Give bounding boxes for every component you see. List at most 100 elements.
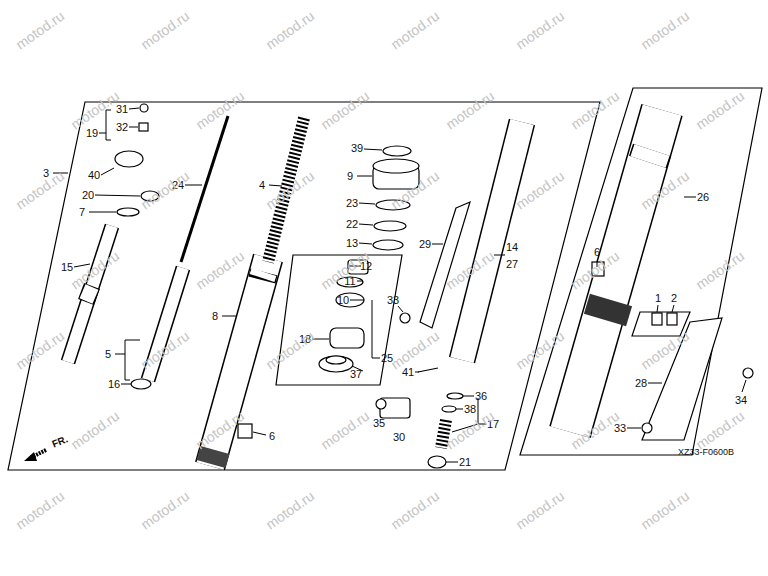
- callout-number: 23: [346, 198, 358, 209]
- seal-ring: [374, 221, 406, 231]
- callout-number: 30: [393, 432, 405, 443]
- callout-number: 21: [459, 457, 471, 468]
- leader-line: [415, 372, 419, 373]
- callout-number: 6: [594, 247, 600, 258]
- leader-line: [456, 409, 463, 410]
- fork-tube: [68, 226, 112, 362]
- watermark: motod.ru: [263, 168, 316, 211]
- watermark: motod.ru: [193, 248, 246, 291]
- callout-number: 34: [735, 395, 747, 406]
- leader-line: [53, 108, 746, 462]
- watermark: motod.ru: [263, 328, 316, 371]
- leader-line: [463, 396, 474, 397]
- fork-guard: [418, 368, 438, 372]
- watermark: motod.ru: [568, 408, 621, 451]
- leader-line: [95, 195, 140, 196]
- fork-tube: [68, 226, 112, 362]
- seal-ring: [447, 393, 463, 399]
- leader-line: [89, 212, 116, 213]
- watermark: motod.ru: [193, 408, 246, 451]
- leader-line: [99, 133, 106, 134]
- leader-line: [121, 384, 131, 385]
- leader-line: [129, 127, 138, 128]
- fork-guard: [652, 313, 662, 325]
- seal-ring: [428, 456, 446, 468]
- watermark: motod.ru: [443, 88, 496, 131]
- leader-line: [742, 380, 746, 392]
- watermark: motod.ru: [138, 8, 191, 51]
- callout-number: 32: [116, 122, 128, 133]
- callout-number: 39: [351, 143, 363, 154]
- watermark: motod.ru: [193, 88, 246, 131]
- leader-line: [432, 244, 443, 245]
- seal-ring: [383, 146, 411, 156]
- callout-number: 16: [108, 379, 120, 390]
- fork-tube: [648, 150, 652, 162]
- watermark: motod.ru: [68, 408, 121, 451]
- watermark: motod.ru: [443, 408, 496, 451]
- watermark: motod.ru: [263, 488, 316, 531]
- leader-line: [185, 185, 202, 186]
- callout-number: 10: [337, 295, 349, 306]
- watermark: motod.ru: [138, 488, 191, 531]
- watermark: motod.ru: [513, 8, 566, 51]
- callout-number: 13: [346, 238, 358, 249]
- fork-guard: [238, 202, 753, 440]
- leader-line: [648, 383, 662, 384]
- callout-number: 26: [697, 192, 709, 203]
- seal-ring: [139, 123, 148, 131]
- watermark: motod.ru: [388, 8, 441, 51]
- fork-guard: [420, 202, 470, 328]
- seal-ring: [115, 151, 143, 167]
- callout-number: 31: [116, 104, 128, 115]
- leader-line: [106, 110, 111, 140]
- watermark: motod.ru: [638, 488, 691, 531]
- leader-line: [657, 305, 658, 312]
- callout-number: 6: [269, 431, 275, 442]
- leader-line: [359, 243, 372, 244]
- fork-tube: [86, 286, 92, 302]
- frame: [520, 88, 762, 455]
- fork-tube: [211, 450, 215, 464]
- callout-number: 27: [506, 259, 518, 270]
- callout-number: 22: [346, 219, 358, 230]
- watermark: motod.ru: [318, 88, 371, 131]
- figure-code: XZ33-F0600B: [678, 448, 734, 457]
- seal-ring: [336, 293, 364, 307]
- watermark: motod.ru: [443, 248, 496, 291]
- watermark: motod.ru: [513, 328, 566, 371]
- callout-number: 14: [506, 242, 518, 253]
- callout-number: 33: [387, 295, 399, 306]
- callout-number: 4: [259, 180, 265, 191]
- leader-line: [222, 316, 237, 317]
- front-arrow: [24, 452, 37, 461]
- callout-number: 40: [88, 170, 100, 181]
- callout-number: 38: [464, 404, 476, 415]
- callout-number: 28: [635, 378, 647, 389]
- leader-line: [684, 197, 696, 198]
- watermark: motod.ru: [318, 408, 371, 451]
- leader-line: [446, 462, 458, 463]
- leader-line: [350, 300, 364, 301]
- fork-guard: [642, 423, 652, 433]
- callout-number: 19: [86, 128, 98, 139]
- watermark: motod.ru: [693, 88, 746, 131]
- leader-line: [494, 255, 505, 256]
- callout-number: 2: [671, 293, 677, 304]
- callout-number: 5: [105, 349, 111, 360]
- watermark: motod.ru: [138, 328, 191, 371]
- leader-line: [359, 203, 375, 204]
- watermark: motod.ru: [68, 88, 121, 131]
- fork-tube: [181, 116, 228, 262]
- direction-label: FR.: [51, 434, 70, 449]
- callout-number: 33: [614, 423, 626, 434]
- leader-line: [115, 354, 125, 355]
- callout-number: 9: [347, 171, 353, 182]
- seal-ring: [373, 240, 403, 250]
- seal-ring: [117, 208, 139, 216]
- fork-guard: [400, 313, 410, 323]
- callout-number: 1: [655, 293, 661, 304]
- leader-line: [125, 340, 140, 380]
